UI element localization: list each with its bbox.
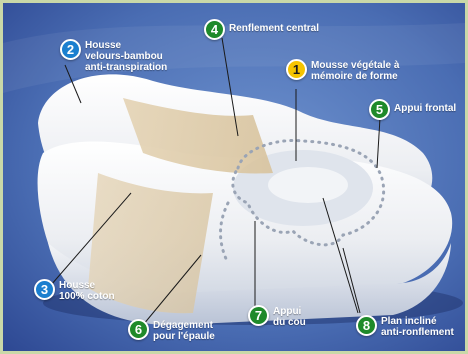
badge-number: 4 <box>204 19 225 40</box>
callout-memory-foam: 1 Mousse végétale à mémoire de forme <box>286 59 399 82</box>
callout-label: Renflement central <box>229 19 319 34</box>
badge-number: 6 <box>128 319 149 340</box>
badge-number: 7 <box>248 305 269 326</box>
product-illustration: 1 Mousse végétale à mémoire de forme 2 H… <box>3 3 465 351</box>
callout-label: Plan incliné anti-ronflement <box>381 315 454 338</box>
callout-label: Appui frontal <box>394 99 456 114</box>
central-dip-highlight <box>268 167 348 203</box>
callout-cotton-cover: 3 Housse 100% coton <box>34 279 115 302</box>
badge-number: 2 <box>60 39 81 60</box>
badge-number: 1 <box>286 59 307 80</box>
badge-number: 3 <box>34 279 55 300</box>
callout-velour-bamboo-cover: 2 Housse velours-bambou anti-transpirati… <box>60 39 167 73</box>
badge-number: 5 <box>369 99 390 120</box>
callout-label: Housse 100% coton <box>59 279 115 302</box>
callout-central-bulge: 4 Renflement central <box>204 19 319 40</box>
callout-neck-support: 7 Appui du cou <box>248 305 306 328</box>
callout-label: Housse velours-bambou anti-transpiration <box>85 39 167 73</box>
callout-front-support: 5 Appui frontal <box>369 99 456 120</box>
callout-label: Appui du cou <box>273 305 306 328</box>
callout-label: Dégagement pour l'épaule <box>153 319 215 342</box>
callout-shoulder-clearance: 6 Dégagement pour l'épaule <box>128 319 215 342</box>
callout-label: Mousse végétale à mémoire de forme <box>311 59 399 82</box>
badge-number: 8 <box>356 315 377 336</box>
callout-anti-snore-slope: 8 Plan incliné anti-ronflement <box>356 315 454 338</box>
